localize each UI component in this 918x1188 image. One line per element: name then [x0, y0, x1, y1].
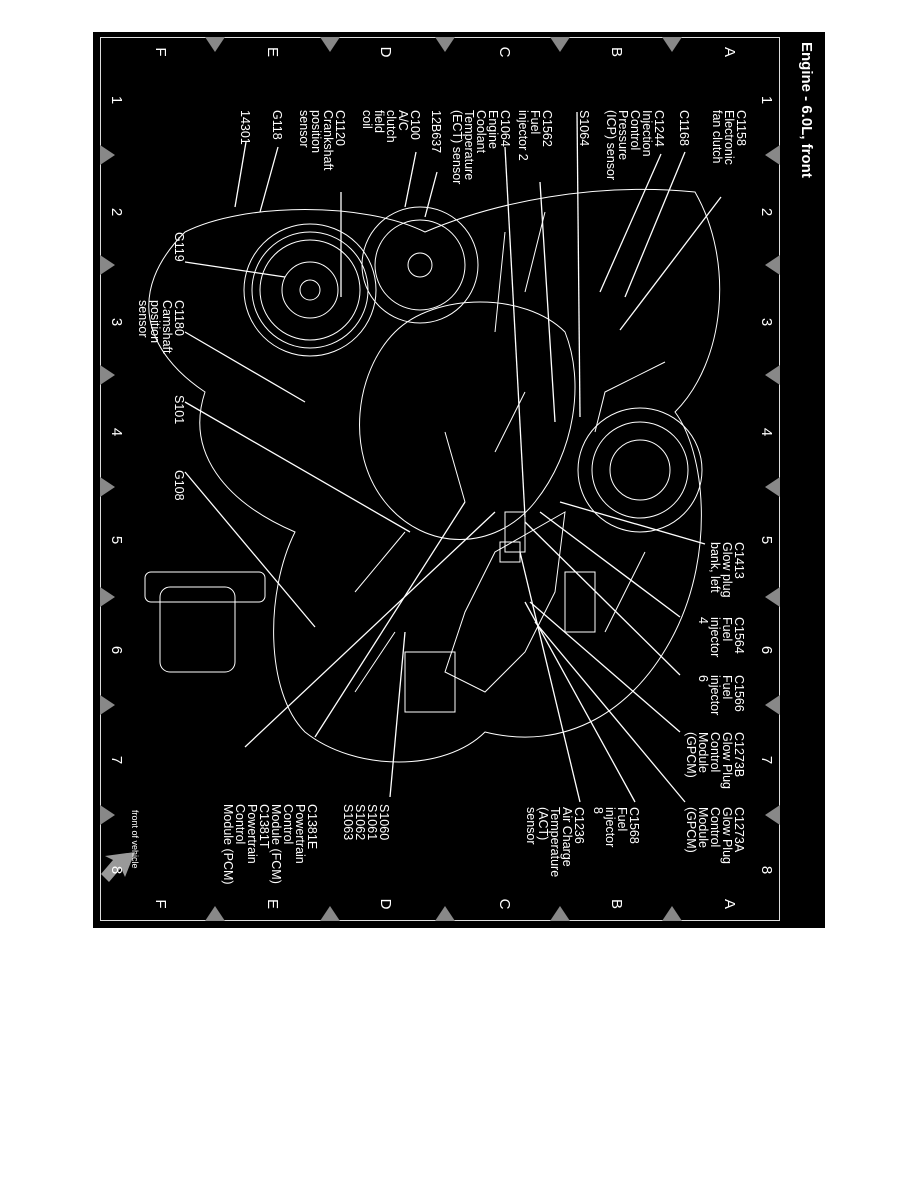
front-of-vehicle-arrow: [101, 852, 135, 882]
leader-lines: [184, 111, 722, 803]
row-b-left: B: [608, 46, 625, 57]
row-c-right: C: [496, 898, 513, 910]
engine-diagram: Engine - 6.0L, front: [93, 32, 825, 928]
label-g119: G119: [172, 232, 186, 262]
column-1-top: 1: [758, 95, 775, 105]
row-b-right: B: [608, 898, 625, 909]
label-c100: C100 A/C clutch field coil: [360, 110, 422, 143]
row-e-left: E: [264, 46, 281, 57]
column-2-bottom: 2: [108, 207, 125, 217]
column-6-bottom: 6: [108, 645, 125, 655]
column-4-top: 4: [758, 427, 775, 437]
label-c1244: C1244 Injection Control Pressure (ICP) s…: [604, 110, 666, 181]
row-a-left: A: [721, 46, 738, 57]
label-c1064: C1064 Engine Coolant Temperature (ECT) s…: [450, 110, 512, 185]
label-12b637: 12B637: [429, 110, 443, 154]
label-c1120: C1120 Crankshaft position sensor: [297, 110, 347, 171]
label-c1180: C1180 Camshaft position sensor: [136, 300, 186, 354]
column-7-bottom: 7: [108, 755, 125, 765]
grid-markers: [100, 37, 780, 921]
label-c1273b: C1273B Glow Plug Control Module (GPCM): [684, 732, 746, 789]
label-s1064: S1064: [577, 110, 591, 147]
row-f-right: F: [152, 899, 169, 909]
label-c1564: C1564 Fuel injector 4: [696, 617, 746, 658]
row-d-left: D: [377, 46, 394, 58]
label-s1060-s1063: S1060 S1061 S1062 S1063: [341, 804, 391, 841]
column-1-bottom: 1: [108, 95, 125, 105]
row-f-left: F: [152, 47, 169, 57]
label-c1158: C1158 Electronic fan clutch: [710, 110, 748, 165]
label-g108: G108: [172, 470, 186, 501]
column-2-top: 2: [758, 207, 775, 217]
row-a-right: A: [721, 898, 738, 909]
column-6-top: 6: [758, 645, 775, 655]
column-7-top: 7: [758, 755, 775, 765]
label-s101: S101: [172, 395, 186, 425]
engine-drawing: [100, 37, 780, 921]
row-c-left: C: [496, 46, 513, 58]
label-g118: G118: [270, 110, 284, 140]
label-c1566: C1566 Fuel injector 6: [696, 675, 746, 716]
column-5-bottom: 5: [108, 535, 125, 545]
label-c1413: C1413 Glow plug bank, left: [708, 542, 746, 598]
label-14301: 14301: [238, 110, 252, 145]
column-3-top: 3: [758, 317, 775, 327]
column-8-top: 8: [758, 865, 775, 875]
front-of-vehicle-label: front of vehicle: [130, 810, 140, 869]
row-e-right: E: [264, 898, 281, 909]
column-3-bottom: 3: [108, 317, 125, 327]
column-4-bottom: 4: [108, 427, 125, 437]
label-c1168: C1168: [677, 110, 691, 146]
row-d-right: D: [377, 898, 394, 910]
label-c1562: C1562 Fuel injector 2: [516, 110, 554, 161]
label-c1273a: C1273A Glow Plug Control Module (GPCM): [684, 807, 746, 864]
column-8-bottom: 8: [108, 865, 125, 875]
column-5-top: 5: [758, 535, 775, 545]
label-c1568: C1568 Fuel injector 8: [591, 807, 641, 848]
label-c1381: C1381E Powertrain Control Module (FCM) C…: [221, 804, 319, 885]
label-c1236: C1236 Air Charge Temperature (ACT) senso…: [524, 807, 586, 878]
engine-outline: [144, 188, 721, 763]
